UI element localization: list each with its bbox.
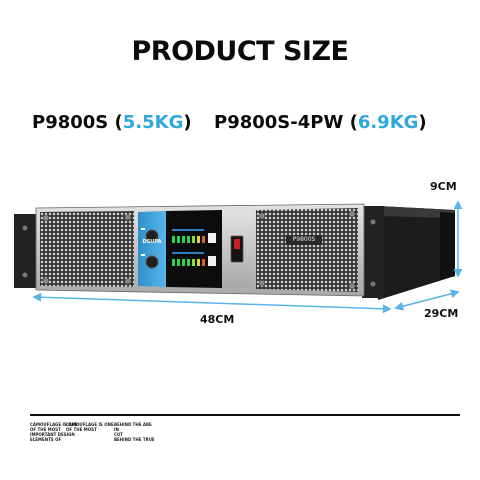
ear-screw bbox=[370, 219, 376, 225]
depth-label: 29CM bbox=[424, 307, 459, 320]
ear-screw bbox=[370, 281, 376, 287]
left-grill bbox=[40, 211, 134, 287]
footer-text-1: CAMOUFLAGE IS ONE OF THE MOST IMPORTANT … bbox=[30, 422, 78, 442]
footer-text-2: CAMOUFLAGE IS ONE OF THE MOST bbox=[66, 422, 114, 432]
right-rack-ear bbox=[362, 206, 384, 298]
page-title: PRODUCT SIZE bbox=[131, 36, 349, 67]
model-2-name: P9800S-4PW bbox=[214, 112, 344, 133]
power-switch bbox=[230, 235, 244, 263]
power-switch-area bbox=[222, 210, 252, 288]
width-label: 48CM bbox=[200, 313, 235, 326]
model-1-weight: 5.5KG bbox=[122, 112, 184, 133]
footer-divider bbox=[30, 414, 460, 416]
ear-screw bbox=[22, 272, 28, 278]
height-label: 9CM bbox=[430, 180, 457, 193]
model-1: P9800S (5.5KG) bbox=[32, 112, 192, 133]
control-panel bbox=[138, 211, 166, 287]
device-logo: DSUPA bbox=[142, 239, 162, 245]
led-meter-bottom bbox=[172, 252, 216, 266]
depth-arrow bbox=[394, 289, 460, 311]
footer-text-3: BEHIND THE ARE IN CUT BEHIND THE TRUE bbox=[114, 422, 155, 442]
led-meter-top bbox=[172, 229, 216, 243]
led-meter-display bbox=[166, 210, 222, 288]
device-model-label: P9800S bbox=[292, 236, 316, 243]
chassis bbox=[378, 206, 455, 300]
ear-screw bbox=[22, 225, 28, 231]
model-1-name: P9800S bbox=[32, 112, 109, 133]
volume-knob bbox=[145, 255, 159, 269]
width-arrow bbox=[32, 292, 392, 314]
model-2-weight: 6.9KG bbox=[357, 112, 419, 133]
right-grill bbox=[256, 208, 358, 292]
front-panel bbox=[35, 203, 365, 297]
left-rack-ear bbox=[14, 214, 36, 288]
model-2: P9800S-4PW (6.9KG) bbox=[214, 112, 427, 133]
